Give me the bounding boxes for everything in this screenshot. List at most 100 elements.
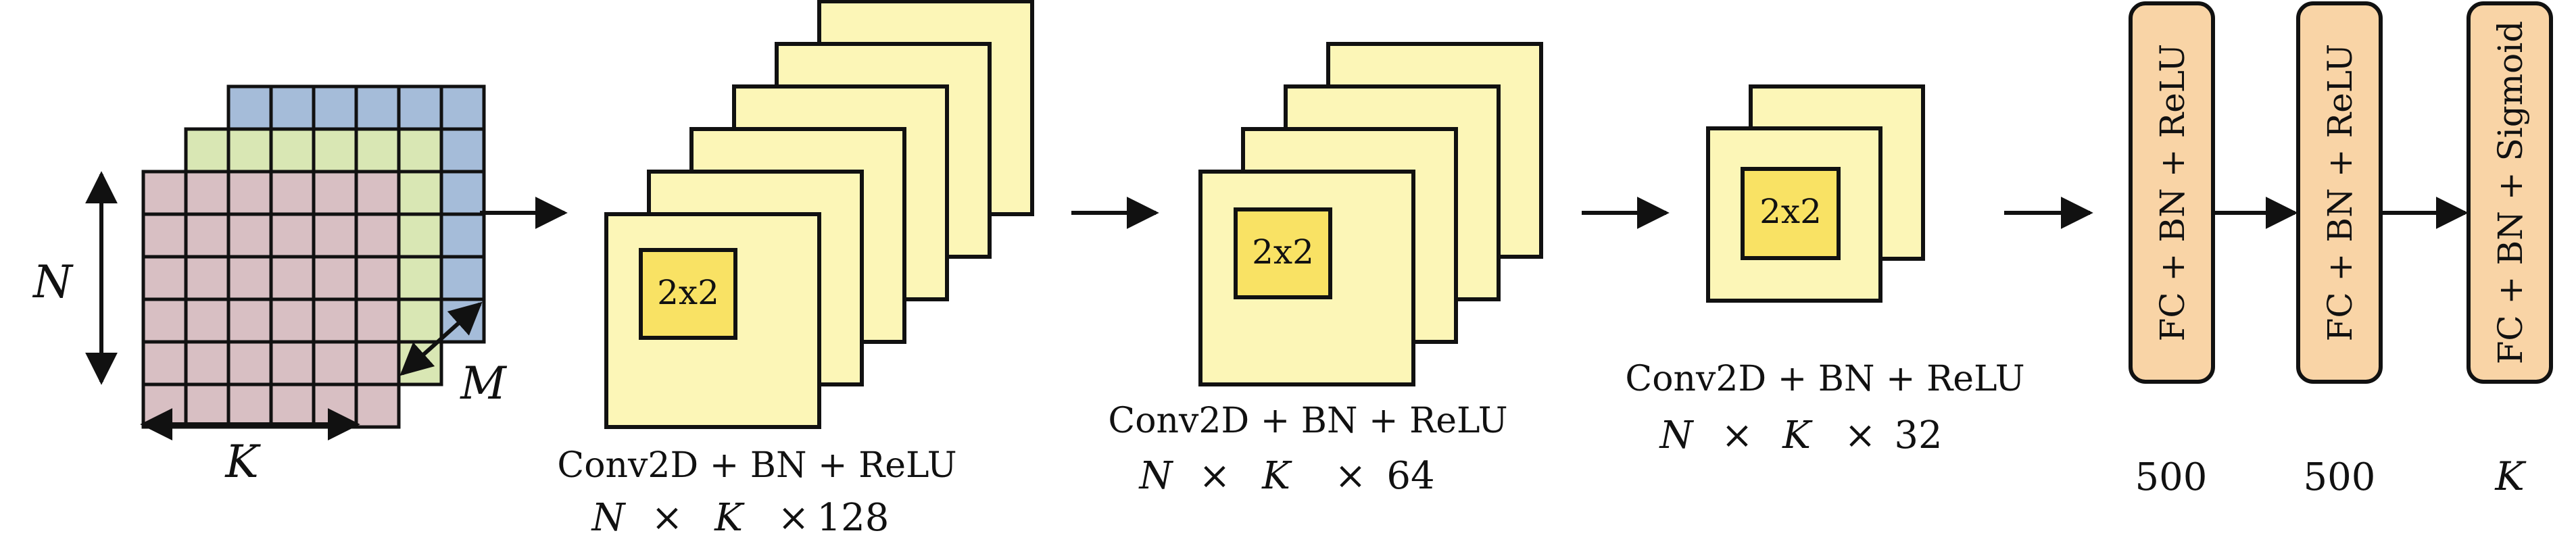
grid-cell xyxy=(439,84,486,131)
grid-cell xyxy=(269,212,316,259)
grid-cell xyxy=(354,170,401,216)
grid-cell xyxy=(312,84,358,131)
grid-cell xyxy=(397,84,443,131)
conv-layer-3: 2x2 xyxy=(1706,84,1925,303)
grid-cell xyxy=(397,340,443,386)
grid-cell xyxy=(269,170,316,216)
svg-text:×: × xyxy=(1722,413,1753,457)
input-n-label: N xyxy=(32,256,74,308)
grid-cell xyxy=(226,382,273,429)
grid-cell xyxy=(269,255,316,301)
input-k-label: K xyxy=(224,436,261,488)
grid-cell xyxy=(354,382,401,429)
svg-text:128: 128 xyxy=(817,496,890,540)
grid-cell xyxy=(397,170,443,216)
grid-cell xyxy=(397,212,443,259)
grid-cell xyxy=(354,127,401,174)
grid-cell xyxy=(312,297,358,344)
input-m-label: M xyxy=(460,357,507,409)
grid-cell xyxy=(312,255,358,301)
fc-block-1-label: FC + BN + ReLU xyxy=(2153,44,2192,342)
grid-cell xyxy=(269,297,316,344)
svg-text:N: N xyxy=(1659,413,1695,457)
grid-cell xyxy=(354,340,401,386)
grid-cell xyxy=(312,170,358,216)
grid-cell xyxy=(184,382,230,429)
conv-layer-3-dims: N × K × 32 xyxy=(1659,413,1943,457)
kernel-label: 2x2 xyxy=(657,273,719,312)
grid-cell xyxy=(312,340,358,386)
svg-text:K: K xyxy=(1261,454,1292,498)
conv-layer-1-dims: N × K × 128 xyxy=(591,496,890,540)
fc-block-3-units: K xyxy=(2494,453,2527,499)
conv-layer-2-label: Conv2D + BN + ReLU xyxy=(1108,401,1507,441)
grid-cell xyxy=(269,382,316,429)
grid-cell xyxy=(226,212,273,259)
grid-cell xyxy=(354,212,401,259)
grid-cell xyxy=(354,297,401,344)
m-dimension-arrow xyxy=(399,301,483,376)
grid-cell xyxy=(141,340,188,386)
grid-cell xyxy=(226,340,273,386)
svg-text:×: × xyxy=(1199,454,1231,498)
grid-cell xyxy=(439,212,486,259)
grid-cell xyxy=(184,340,230,386)
svg-text:K: K xyxy=(1782,413,1813,457)
grid-cell xyxy=(141,297,188,344)
kernel-label: 2x2 xyxy=(1759,192,1822,231)
grid-cell xyxy=(184,212,230,259)
fc-block-1: FC + BN + ReLU xyxy=(2129,1,2215,384)
svg-text:N: N xyxy=(1138,454,1174,498)
grid-cell xyxy=(354,84,401,131)
conv-layer-1-label: Conv2D + BN + ReLU xyxy=(557,445,956,486)
grid-cell xyxy=(397,297,443,344)
grid-cell xyxy=(269,340,316,386)
svg-text:64: 64 xyxy=(1386,454,1434,498)
grid-cell xyxy=(226,170,273,216)
input-tensor xyxy=(141,84,486,429)
kernel-box xyxy=(1234,207,1332,299)
grid-cell xyxy=(439,127,486,174)
grid-cell xyxy=(312,382,358,429)
fc-block-2-label: FC + BN + ReLU xyxy=(2320,44,2360,342)
grid-cell xyxy=(184,297,230,344)
fc-block-2-units: 500 xyxy=(2304,455,2376,499)
grid-cell xyxy=(226,255,273,301)
conv-layer-3-label: Conv2D + BN + ReLU xyxy=(1625,359,2024,399)
svg-text:K: K xyxy=(714,496,745,540)
grid-cell xyxy=(439,255,486,301)
grid-cell xyxy=(269,127,316,174)
grid-cell xyxy=(141,255,188,301)
fc-block-2: FC + BN + ReLU xyxy=(2296,1,2383,384)
input-channel-red xyxy=(141,170,401,429)
svg-text:×: × xyxy=(1335,454,1367,498)
conv-layer-2: 2x2 xyxy=(1198,42,1543,386)
grid-cell xyxy=(312,212,358,259)
fc-block-3-label: FC + BN + Sigmoid xyxy=(2491,21,2530,365)
svg-text:N: N xyxy=(591,496,627,540)
fc-block-1-units: 500 xyxy=(2135,455,2208,499)
grid-cell xyxy=(141,212,188,259)
svg-text:32: 32 xyxy=(1894,413,1942,457)
grid-cell xyxy=(226,84,273,131)
grid-cell xyxy=(354,255,401,301)
grid-cell xyxy=(226,297,273,344)
grid-cell xyxy=(397,127,443,174)
grid-cell xyxy=(184,170,230,216)
grid-cell xyxy=(141,170,188,216)
kernel-box xyxy=(639,248,737,340)
grid-cell xyxy=(226,127,273,174)
grid-cell xyxy=(141,382,188,429)
grid-cell xyxy=(269,84,316,131)
kernel-box xyxy=(1741,167,1841,260)
conv-layer-2-dims: N × K × 64 xyxy=(1138,454,1435,498)
conv-layer-1: 2x2 xyxy=(604,0,1034,429)
grid-cell xyxy=(439,170,486,216)
kernel-label: 2x2 xyxy=(1252,232,1314,272)
grid-cell xyxy=(397,255,443,301)
svg-text:×: × xyxy=(1845,413,1876,457)
grid-cell xyxy=(184,127,230,174)
fc-block-3: FC + BN + Sigmoid xyxy=(2466,1,2553,384)
grid-cell xyxy=(184,255,230,301)
